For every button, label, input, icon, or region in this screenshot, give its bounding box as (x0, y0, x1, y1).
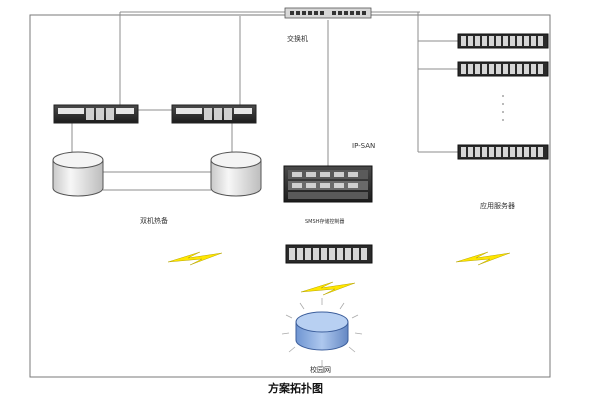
app-server-3 (457, 144, 549, 160)
diagram-title: 方案拓扑图 (268, 381, 323, 395)
ipsan-storage (283, 165, 373, 203)
lightning-bolt-icon (300, 281, 356, 296)
ha-label: 双机热备 (140, 216, 168, 225)
switch-label: 交换机 (287, 34, 308, 43)
campus-label: 校园网 (310, 365, 331, 374)
app-server-2 (457, 61, 549, 77)
ipsan-label: IP-SAN (352, 142, 375, 150)
ha-server-2 (171, 104, 257, 124)
lightning-bolt-icon (455, 251, 511, 266)
app-server-1 (457, 33, 549, 49)
campus-network-burst (281, 298, 363, 366)
storage-controller-label: SMSH存储控制器 (305, 218, 344, 225)
lightning-bolt-icon (167, 251, 223, 266)
ha-server-1 (53, 104, 139, 124)
campus-network (295, 311, 349, 351)
storage-controller (285, 244, 373, 264)
core-switch (284, 7, 372, 19)
ha-disk-2 (210, 151, 262, 197)
app-server-ellipsis (502, 95, 504, 121)
ha-disk-1 (52, 151, 104, 197)
app-servers-label: 应用服务器 (480, 201, 515, 210)
